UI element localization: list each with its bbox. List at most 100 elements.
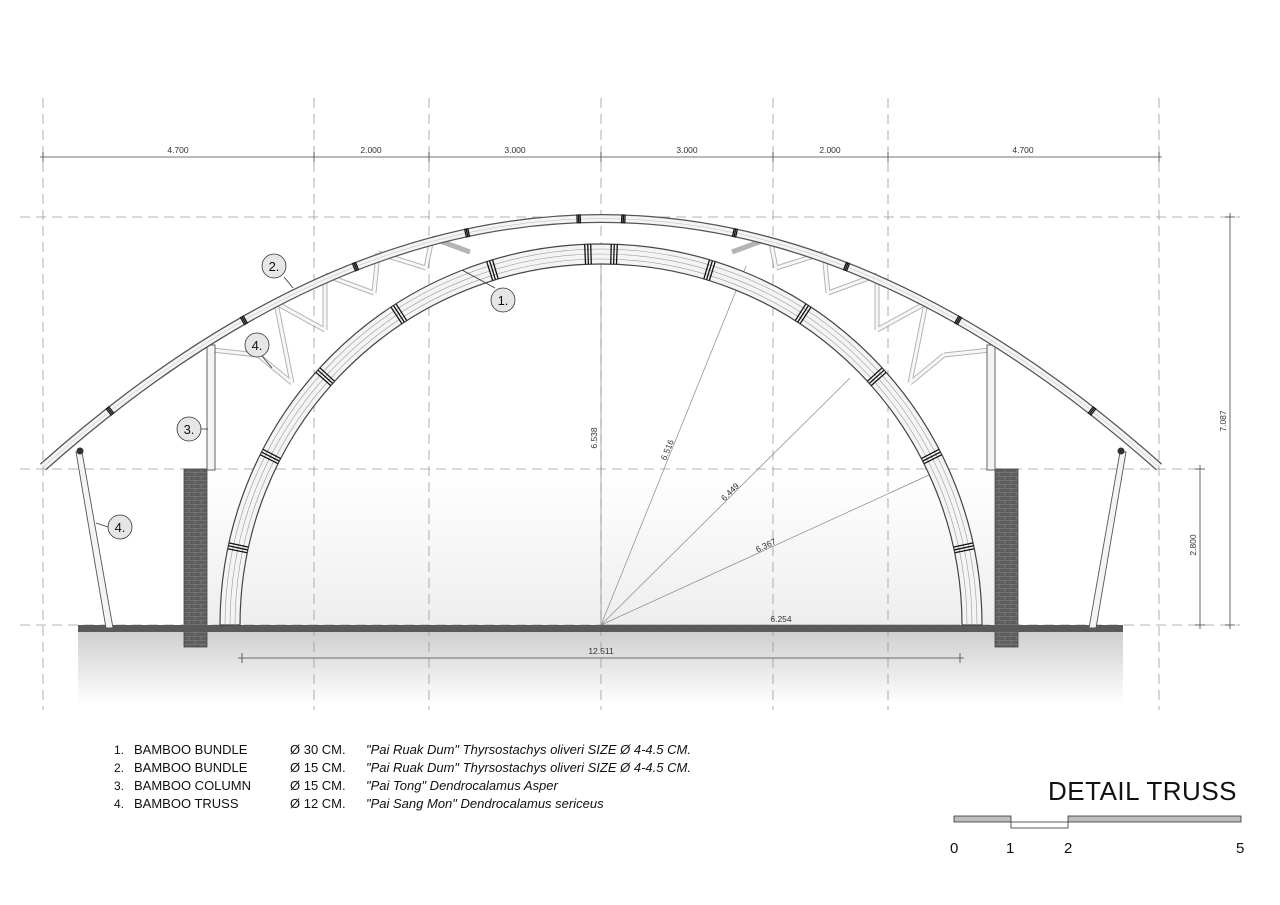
arch-band <box>799 306 812 325</box>
left-column-joint <box>76 447 84 455</box>
arch-band <box>228 545 249 551</box>
arch-band <box>953 542 974 548</box>
arch-band <box>703 259 711 280</box>
rafter-band <box>351 262 357 272</box>
arch-band <box>921 448 940 460</box>
arch-band <box>954 548 975 554</box>
legend-item-name: BAMBOO BUNDLE <box>134 742 248 757</box>
callout-4a-label: 4. <box>252 338 263 353</box>
arch-band <box>317 369 334 384</box>
legend-item-name: BAMBOO TRUSS <box>134 796 239 811</box>
arch-band <box>259 454 279 465</box>
callout-3: 3. <box>176 416 208 442</box>
rafter-band <box>953 315 960 324</box>
scale-bar <box>953 815 1242 829</box>
arch-band <box>590 244 592 265</box>
rafter-band <box>107 406 115 414</box>
scale-label-0: 0 <box>950 840 959 857</box>
callout-2: 2. <box>261 253 294 289</box>
arch-band <box>794 303 807 322</box>
span-dimension-line <box>238 653 964 663</box>
legend-item-desc: "Pai Tong" Dendrocalamus Asper <box>366 778 558 793</box>
callout-2-label: 2. <box>269 259 280 274</box>
arch-band <box>486 261 494 281</box>
legend-item-desc: "Pai Ruak Dum" Thyrsostachys oliveri SIZ… <box>366 742 691 757</box>
legend-item-size: Ø 30 CM. <box>290 742 346 757</box>
right-dimension-lines <box>1195 213 1235 629</box>
scale-label-1: 1 <box>1006 840 1015 857</box>
arch-band <box>227 548 248 554</box>
arch-band <box>392 305 405 323</box>
rafter-band <box>106 406 114 415</box>
rafter-band <box>734 228 739 238</box>
dim-top-3: 3.000 <box>504 145 526 155</box>
arch-band <box>488 260 497 280</box>
rafter-band <box>842 261 848 271</box>
arch-band <box>315 371 332 387</box>
left-wall <box>183 468 208 648</box>
rafter-band <box>1087 406 1095 414</box>
arch-band <box>587 244 590 265</box>
legend-item-size: Ø 12 CM. <box>290 796 346 811</box>
dim-top-2: 2.000 <box>360 145 382 155</box>
rafter-band <box>105 407 112 416</box>
arch-band <box>615 244 618 265</box>
right-wall <box>994 468 1019 648</box>
callout-4a: 4. <box>244 332 273 369</box>
truss-bracing-outline <box>211 237 991 385</box>
legend-number: 1. <box>113 743 124 757</box>
rafter-band <box>242 315 249 324</box>
legend-number: 3. <box>113 779 124 793</box>
legend-item-name: BAMBOO BUNDLE <box>134 760 248 775</box>
rafter-band <box>1088 406 1096 415</box>
radius-label-base: 6.254 <box>770 614 792 624</box>
arch-band <box>953 545 974 551</box>
main-arch <box>219 243 983 626</box>
arch-band <box>491 259 499 280</box>
legend-item-size: Ø 15 CM. <box>290 760 346 775</box>
arch-band <box>610 244 612 265</box>
legend-item-desc: "Pai Ruak Dum" Thyrsostachys oliveri SIZ… <box>366 760 691 775</box>
rafter-band <box>467 227 471 238</box>
rafter-band <box>241 316 247 325</box>
rafter-band <box>845 262 851 272</box>
radius-label-center: 6.538 <box>589 427 599 449</box>
rafter-band <box>1090 407 1097 416</box>
rafter-band <box>955 316 961 325</box>
top-dimension-line <box>40 152 1162 162</box>
dim-height-wall: 2.800 <box>1188 534 1198 556</box>
arch-band <box>584 244 587 265</box>
legend-item-size: Ø 15 CM. <box>290 778 346 793</box>
callout-4b-label: 4. <box>115 520 126 535</box>
dim-span: 12.511 <box>588 646 614 656</box>
callout-1-label: 1. <box>498 293 509 308</box>
callout-1: 1. <box>461 269 516 313</box>
legend-number: 2. <box>113 761 124 775</box>
dim-top-5: 2.000 <box>819 145 841 155</box>
drawing-title: DETAIL TRUSS <box>1048 776 1238 806</box>
ground-fill <box>78 632 1123 704</box>
arch-band <box>708 261 716 281</box>
rafter-band <box>844 262 849 272</box>
callouts: 1. 2. 3. 4. 4. <box>95 253 516 540</box>
arch-band <box>262 448 281 460</box>
dim-height-total: 7.087 <box>1218 410 1228 432</box>
top-rafter <box>40 214 1162 471</box>
arch-band <box>923 454 943 465</box>
rafter-band <box>463 228 468 238</box>
rafter-band <box>354 261 360 271</box>
dim-top-4: 3.000 <box>676 145 698 155</box>
arch-band <box>922 451 941 462</box>
floor-slab <box>78 625 1123 632</box>
arch-band <box>228 542 249 548</box>
rafter-band <box>733 228 737 238</box>
legend-number: 4. <box>113 797 124 811</box>
arch-band <box>870 371 887 387</box>
callout-3-label: 3. <box>184 422 195 437</box>
scale-label-2: 2 <box>1064 840 1073 857</box>
binding-bands <box>105 214 1097 554</box>
rafter-band <box>353 262 358 272</box>
dim-top-1: 4.700 <box>167 145 189 155</box>
rafter-band <box>956 316 963 326</box>
